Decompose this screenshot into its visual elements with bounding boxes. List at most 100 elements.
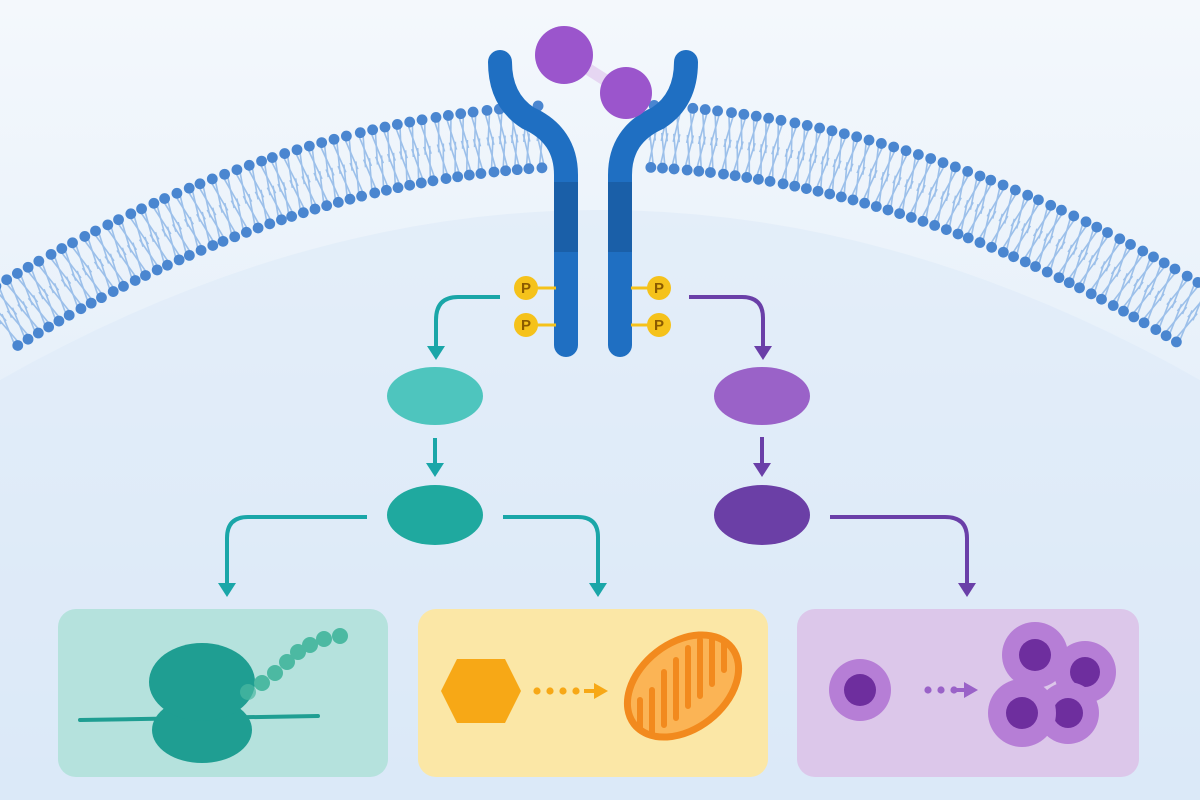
lipid-tail (38, 291, 60, 318)
lipid-head (750, 110, 762, 122)
lipid-tail (436, 144, 449, 175)
lipid-head (344, 193, 356, 205)
lipid-head (32, 327, 44, 339)
lipid-head (309, 203, 321, 215)
lipid-head (356, 190, 368, 202)
arrowhead (753, 463, 771, 477)
lipid-tail (71, 273, 92, 300)
lipid-tail (349, 162, 364, 193)
lipid-head (1107, 300, 1119, 311)
arrow-to-teal-protein-1 (434, 295, 500, 352)
lipid-tail (1027, 228, 1038, 260)
lipid-tail (1169, 303, 1183, 334)
lipid-head (404, 179, 416, 191)
lipid-tail (362, 159, 377, 189)
lipid-tail (1176, 313, 1198, 338)
lipid-head (136, 203, 147, 215)
lipid-head (1033, 194, 1044, 206)
lipid-tail (374, 156, 389, 187)
lipid-head (427, 175, 439, 187)
lipid-head (738, 108, 750, 120)
amino-acid-bead (290, 644, 306, 660)
lipid-head (264, 218, 276, 230)
lipid-head (354, 127, 366, 139)
lipid-tail (318, 171, 325, 203)
lipid-head (367, 124, 379, 136)
lipid-head (729, 170, 741, 182)
lipid-tail (184, 218, 203, 247)
lipid-head (1041, 266, 1053, 278)
lipid-head (1019, 256, 1031, 268)
lipid-tail (282, 182, 290, 214)
lipid-tail (465, 139, 469, 172)
lipid-head (775, 114, 787, 126)
lipid-head (340, 130, 352, 142)
lipid-head (56, 243, 68, 254)
lipid-tail (53, 282, 67, 313)
lipid-head (85, 297, 97, 309)
translation-outcome-box (58, 609, 388, 777)
lipid-head (949, 161, 961, 173)
lipid-tail (978, 210, 997, 239)
lipid-tail (343, 164, 348, 196)
lipid-tail (254, 191, 272, 220)
lipid-head (455, 108, 467, 120)
lipid-head (712, 105, 723, 117)
lipid-tail (1179, 310, 1193, 340)
lipid-tail (313, 172, 329, 202)
lipid-tail (1104, 266, 1116, 297)
cell-cluster-icon (988, 622, 1116, 747)
lipid-tail (460, 140, 472, 172)
lipid-tail (792, 152, 806, 183)
lipid-head (974, 170, 986, 182)
lipid-head (726, 107, 737, 119)
metabolite-hexagon-icon (441, 659, 521, 723)
lipid-head (1158, 257, 1170, 269)
lipid-tail (804, 154, 818, 185)
lipid-head (321, 200, 333, 212)
lipid-tail (535, 132, 545, 164)
receptor-transmembrane-right (608, 182, 632, 252)
amino-acid-bead (332, 628, 348, 644)
lipid-head (11, 268, 23, 279)
lipid-head (316, 137, 328, 148)
lipid-head (286, 211, 298, 222)
lipid-tail (289, 179, 305, 209)
lipid-tail (99, 258, 111, 290)
lipid-head (681, 164, 693, 176)
lipid-head (33, 255, 45, 267)
lipid-tail (945, 197, 962, 226)
lipid-tail (1061, 244, 1073, 276)
lipid-tail (132, 242, 143, 273)
lipid-head (229, 231, 241, 243)
lipid-head (45, 248, 57, 260)
lipid-head (882, 204, 894, 216)
amino-acid-bead (316, 631, 332, 647)
lipid-head (90, 225, 101, 237)
lipid-head (467, 106, 479, 118)
lipid-head (789, 180, 801, 192)
lipid-tail (416, 147, 420, 180)
lipid-tail (1136, 284, 1150, 315)
lipid-head (1128, 311, 1140, 323)
lipid-head (96, 292, 107, 304)
lipid-head (240, 226, 252, 238)
lipid-tail (260, 189, 268, 221)
lipid-head (870, 201, 882, 212)
arrow-dot (546, 687, 554, 695)
lipid-tail (144, 236, 155, 268)
lipid-tail (93, 261, 114, 288)
lipid-head (173, 254, 185, 266)
lipid-head (900, 145, 912, 157)
lipid-head (838, 128, 850, 140)
lipid-tail (17, 303, 39, 330)
lipid-head (699, 104, 711, 115)
arrowhead (427, 346, 445, 360)
ribosome-icon (78, 628, 348, 763)
lipid-tail (510, 134, 520, 166)
lipid-head (1091, 221, 1103, 233)
lipid-head (140, 270, 151, 281)
lipid-tail (878, 171, 885, 204)
lipid-head (219, 168, 231, 180)
